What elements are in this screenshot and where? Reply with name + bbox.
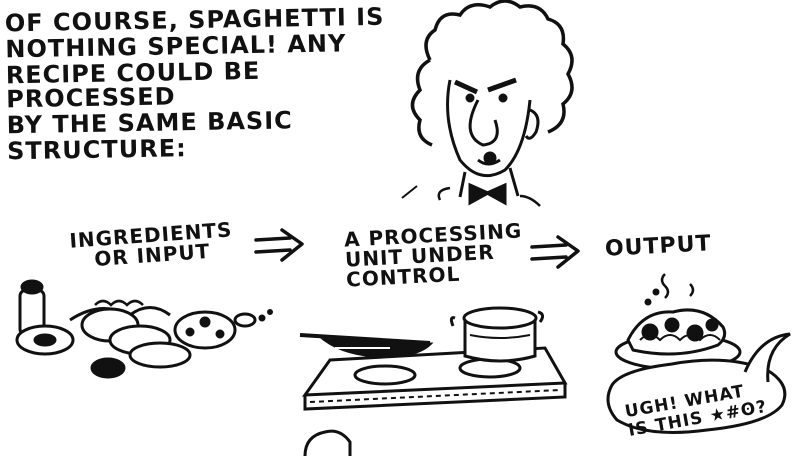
- caption-line: RECIPE COULD BE PROCESSED: [5, 56, 261, 114]
- speech-bubble: [606, 332, 791, 434]
- stove-drawing: [299, 306, 568, 411]
- character-figure: [401, 0, 574, 207]
- output-plate-drawing: [614, 273, 742, 371]
- ingredients-drawing: [15, 279, 273, 379]
- double-arrow-icon: [530, 235, 580, 269]
- caption-line: NOTHING SPECIAL! ANY: [5, 29, 347, 64]
- ingredients-label: INGREDIENTS OR INPUT: [69, 217, 235, 271]
- processing-label: A PROCESSING UNIT UNDER CONTROL: [343, 218, 525, 291]
- double-arrow-icon: [254, 228, 304, 262]
- partial-head-drawing: [303, 429, 352, 456]
- caption-line: STRUCTURE:: [6, 134, 187, 166]
- output-label: OUTPUT: [604, 231, 713, 262]
- caption-text: OF COURSE, SPAGHETTI IS NOTHING SPECIAL!…: [5, 3, 388, 166]
